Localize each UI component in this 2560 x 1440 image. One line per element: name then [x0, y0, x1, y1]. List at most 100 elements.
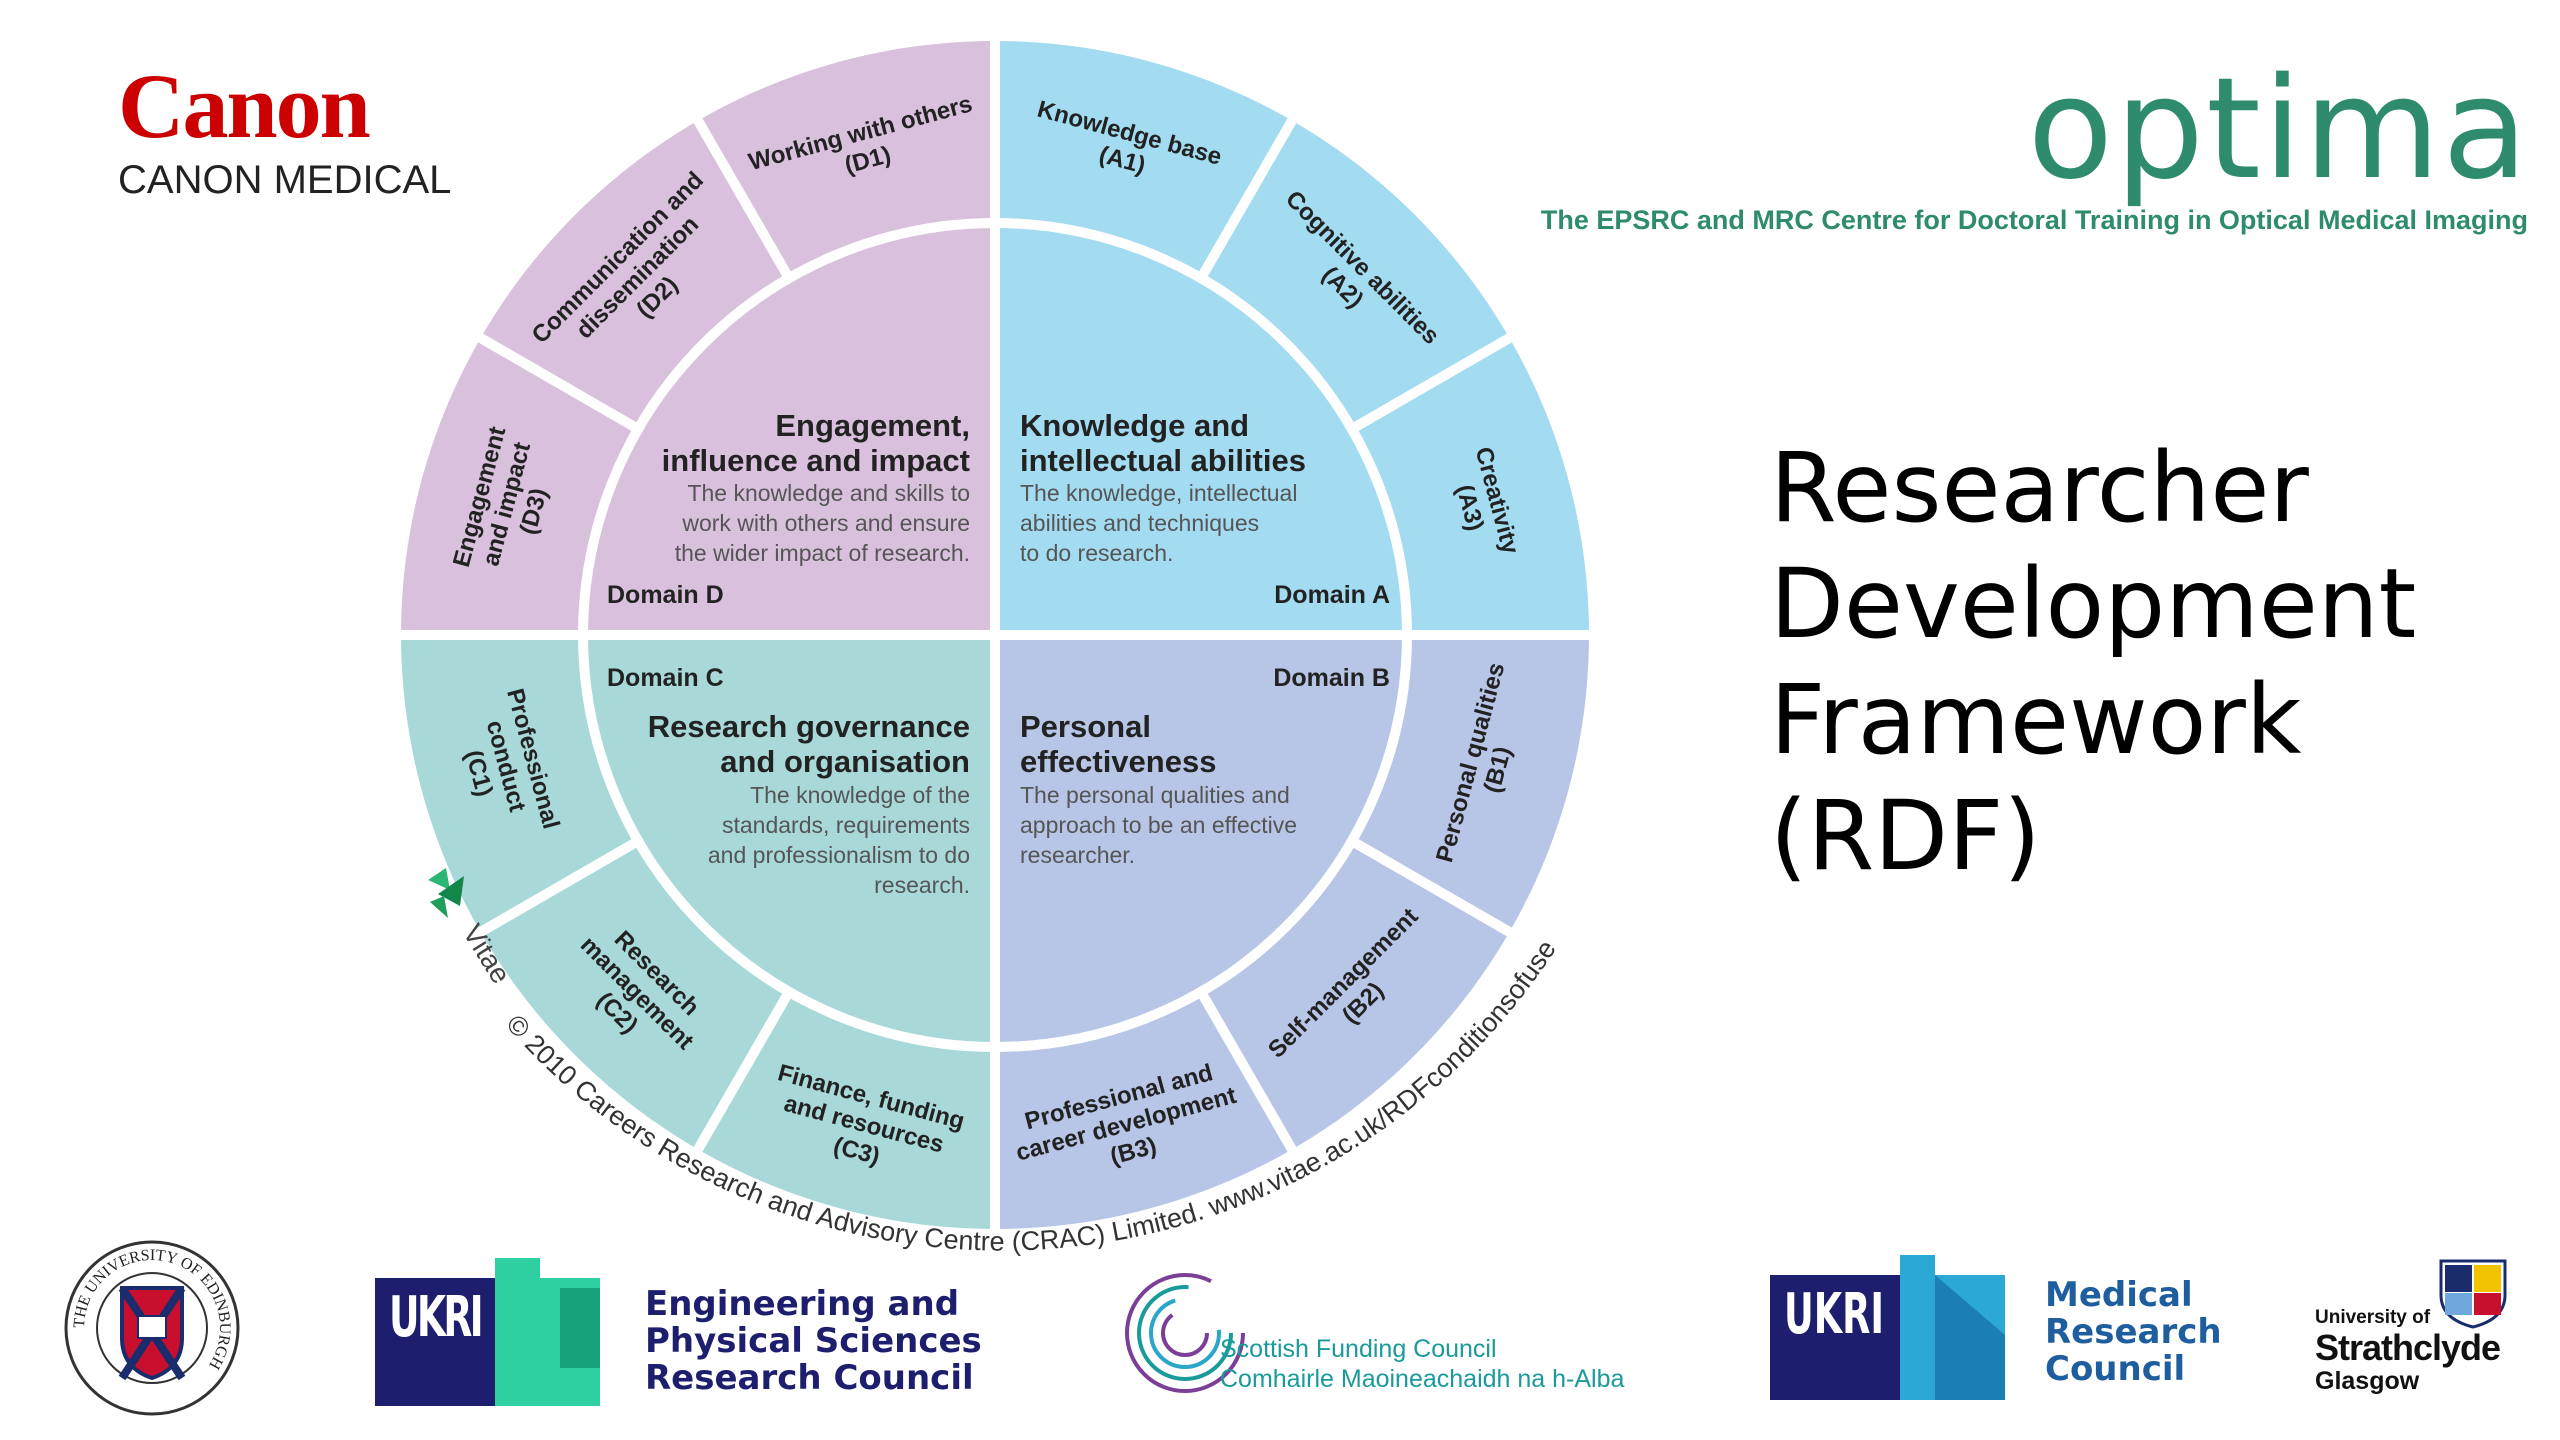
domain-a-label: Domain A — [1274, 581, 1390, 609]
mrc-name-line: Medical — [2045, 1275, 2193, 1315]
strathclyde-crest-icon — [2439, 1259, 2507, 1329]
segment-divider — [1194, 112, 1300, 286]
edinburgh-crest-logo: THE UNIVERSITY OF EDINBURGH — [64, 1240, 240, 1416]
domain-d-title: influence and impact — [662, 443, 970, 478]
vitae-icon — [428, 868, 464, 918]
crest-quarter — [2445, 1293, 2472, 1315]
domain-c-desc: standards, requirements — [722, 812, 970, 838]
crest-quarter — [2445, 1265, 2472, 1292]
optima-tagline: The EPSRC and MRC Centre for Doctoral Tr… — [1540, 205, 2528, 235]
crest-quarter — [2474, 1293, 2501, 1315]
domain-d-desc: the wider impact of research. — [675, 540, 970, 566]
crest-quarter — [2474, 1265, 2501, 1292]
seal-ring — [64, 1240, 240, 1416]
book-icon — [137, 1315, 167, 1339]
separators — [395, 35, 1595, 1235]
domain-a-desc: to do research. — [1020, 540, 1173, 566]
ukri-block — [1770, 1275, 1900, 1400]
sfc-ring — [1137, 1285, 1233, 1381]
seal-inner-ring — [96, 1272, 208, 1384]
strathclyde-big: Strathclyde — [2315, 1327, 2501, 1368]
segment-divider — [1344, 330, 1518, 436]
domain-c-desc: and professionalism to do — [708, 842, 970, 868]
domain-a-desc: abilities and techniques — [1020, 510, 1259, 536]
ukri-mrc-mark: UKRI — [1770, 1255, 2005, 1400]
segment-divider — [1344, 834, 1518, 940]
ukri-block — [375, 1278, 495, 1406]
domain-d-area — [583, 223, 995, 635]
domain-d-title: Engagement, — [775, 408, 970, 443]
strathclyde-logo: University of Strathclyde Glasgow — [2315, 1255, 2535, 1415]
mrc-name-line: Council — [2045, 1349, 2186, 1389]
ukri-mrc-logo: UKRI Medical Research Council — [1770, 1255, 2240, 1405]
domain-d-desc: work with others and ensure — [681, 510, 970, 536]
epsrc-accent-shade — [560, 1288, 600, 1368]
mrc-name: Medical Research Council — [2045, 1277, 2222, 1388]
strathclyde-city: Glasgow — [2315, 1367, 2420, 1395]
segment-divider — [472, 834, 646, 940]
domain-c-area — [583, 635, 995, 1047]
title-line: Researcher — [1770, 432, 2309, 544]
domain-a-desc: The knowledge, intellectual — [1020, 480, 1297, 506]
domain-b-desc: researcher. — [1020, 842, 1135, 868]
segment-divider — [1194, 984, 1300, 1158]
mrc-name-line: Research — [2045, 1312, 2222, 1352]
optima-wordmark: optima — [2027, 48, 2530, 211]
segment-divider — [472, 330, 646, 436]
domain-c-desc: The knowledge of the — [750, 782, 970, 808]
epsrc-name-line: Research Council — [645, 1358, 974, 1398]
canon-medical-logo: Canon CANON MEDICAL — [118, 60, 468, 210]
domain-c-label: Domain C — [607, 664, 724, 692]
ukri-mark-text: UKRI — [1784, 1282, 1884, 1347]
ukri-epsrc-logo: UKRI Engineering and Physical Sciences R… — [375, 1258, 995, 1408]
sfc-ring — [1161, 1309, 1209, 1357]
inner-circle — [583, 223, 1407, 1047]
domain-b-title: effectiveness — [1020, 744, 1216, 779]
domain-b-area — [995, 635, 1407, 1047]
segment-dividers — [472, 112, 1518, 1158]
domain-d-desc: The knowledge and skills to — [687, 480, 970, 506]
mrc-accent-shade — [1935, 1275, 2005, 1400]
strathclyde-wordmark: University of Strathclyde Glasgow — [2315, 1307, 2501, 1396]
epsrc-name-line: Engineering and — [645, 1284, 960, 1324]
title-line: (RDF) — [1770, 780, 2041, 892]
mrc-accent-block — [1900, 1255, 1935, 1400]
title-line: Development — [1770, 548, 2417, 660]
epsrc-name-line: Physical Sciences — [645, 1321, 982, 1361]
epsrc-accent-block — [495, 1258, 540, 1406]
title-line: Framework — [1770, 664, 2302, 776]
domain-b-desc: approach to be an effective — [1020, 812, 1297, 838]
sfc-name: Scottish Funding Council Comhairle Maoin… — [1220, 1334, 1624, 1394]
domain-a-title: intellectual abilities — [1020, 443, 1306, 478]
sfc-swirl-icon — [1125, 1273, 1245, 1393]
segment-divider — [690, 112, 796, 286]
sfc-ring — [1125, 1273, 1245, 1393]
ukri-epsrc-mark: UKRI — [375, 1258, 600, 1406]
domain-d-text: Engagement, influence and impact The kno… — [662, 408, 970, 566]
sfc-name-line: Comhairle Maoineachaidh na h-Alba — [1220, 1365, 1625, 1393]
domain-a-area — [995, 223, 1407, 635]
domain-c-title: and organisation — [720, 744, 970, 779]
domain-c-text: Research governance and organisation The… — [648, 709, 970, 898]
domain-a-title: Knowledge and — [1020, 408, 1249, 443]
canon-subtitle: CANON MEDICAL — [118, 158, 452, 202]
canon-wordmark: Canon — [118, 55, 371, 157]
domain-b-title: Personal — [1020, 709, 1151, 744]
optima-logo: optima The EPSRC and MRC Centre for Doct… — [1540, 55, 2540, 255]
strathclyde-small: University of — [2315, 1307, 2431, 1328]
sfc-name-line: Scottish Funding Council — [1220, 1335, 1497, 1363]
domain-c-title: Research governance — [648, 709, 970, 744]
domain-b-text: Personal effectiveness The personal qual… — [1020, 709, 1297, 868]
ukri-mark-text: UKRI — [389, 1285, 481, 1350]
domain-b-desc: The personal qualities and — [1020, 782, 1290, 808]
domain-a-text: Knowledge and intellectual abilities The… — [1020, 408, 1306, 566]
domain-d-label: Domain D — [607, 581, 724, 609]
epsrc-name: Engineering and Physical Sciences Resear… — [645, 1286, 982, 1397]
segment-divider — [690, 984, 796, 1158]
page-title: Researcher Development Framework (RDF) — [1770, 430, 2470, 894]
sfc-ring — [1149, 1297, 1221, 1369]
domain-c-desc: research. — [874, 872, 970, 898]
rdf-wheel-diagram: Domain A Domain B Domain C Domain D Know… — [395, 35, 1595, 1257]
domain-b-label: Domain B — [1273, 664, 1390, 692]
sfc-logo: Scottish Funding Council Comhairle Maoin… — [1120, 1268, 1640, 1398]
